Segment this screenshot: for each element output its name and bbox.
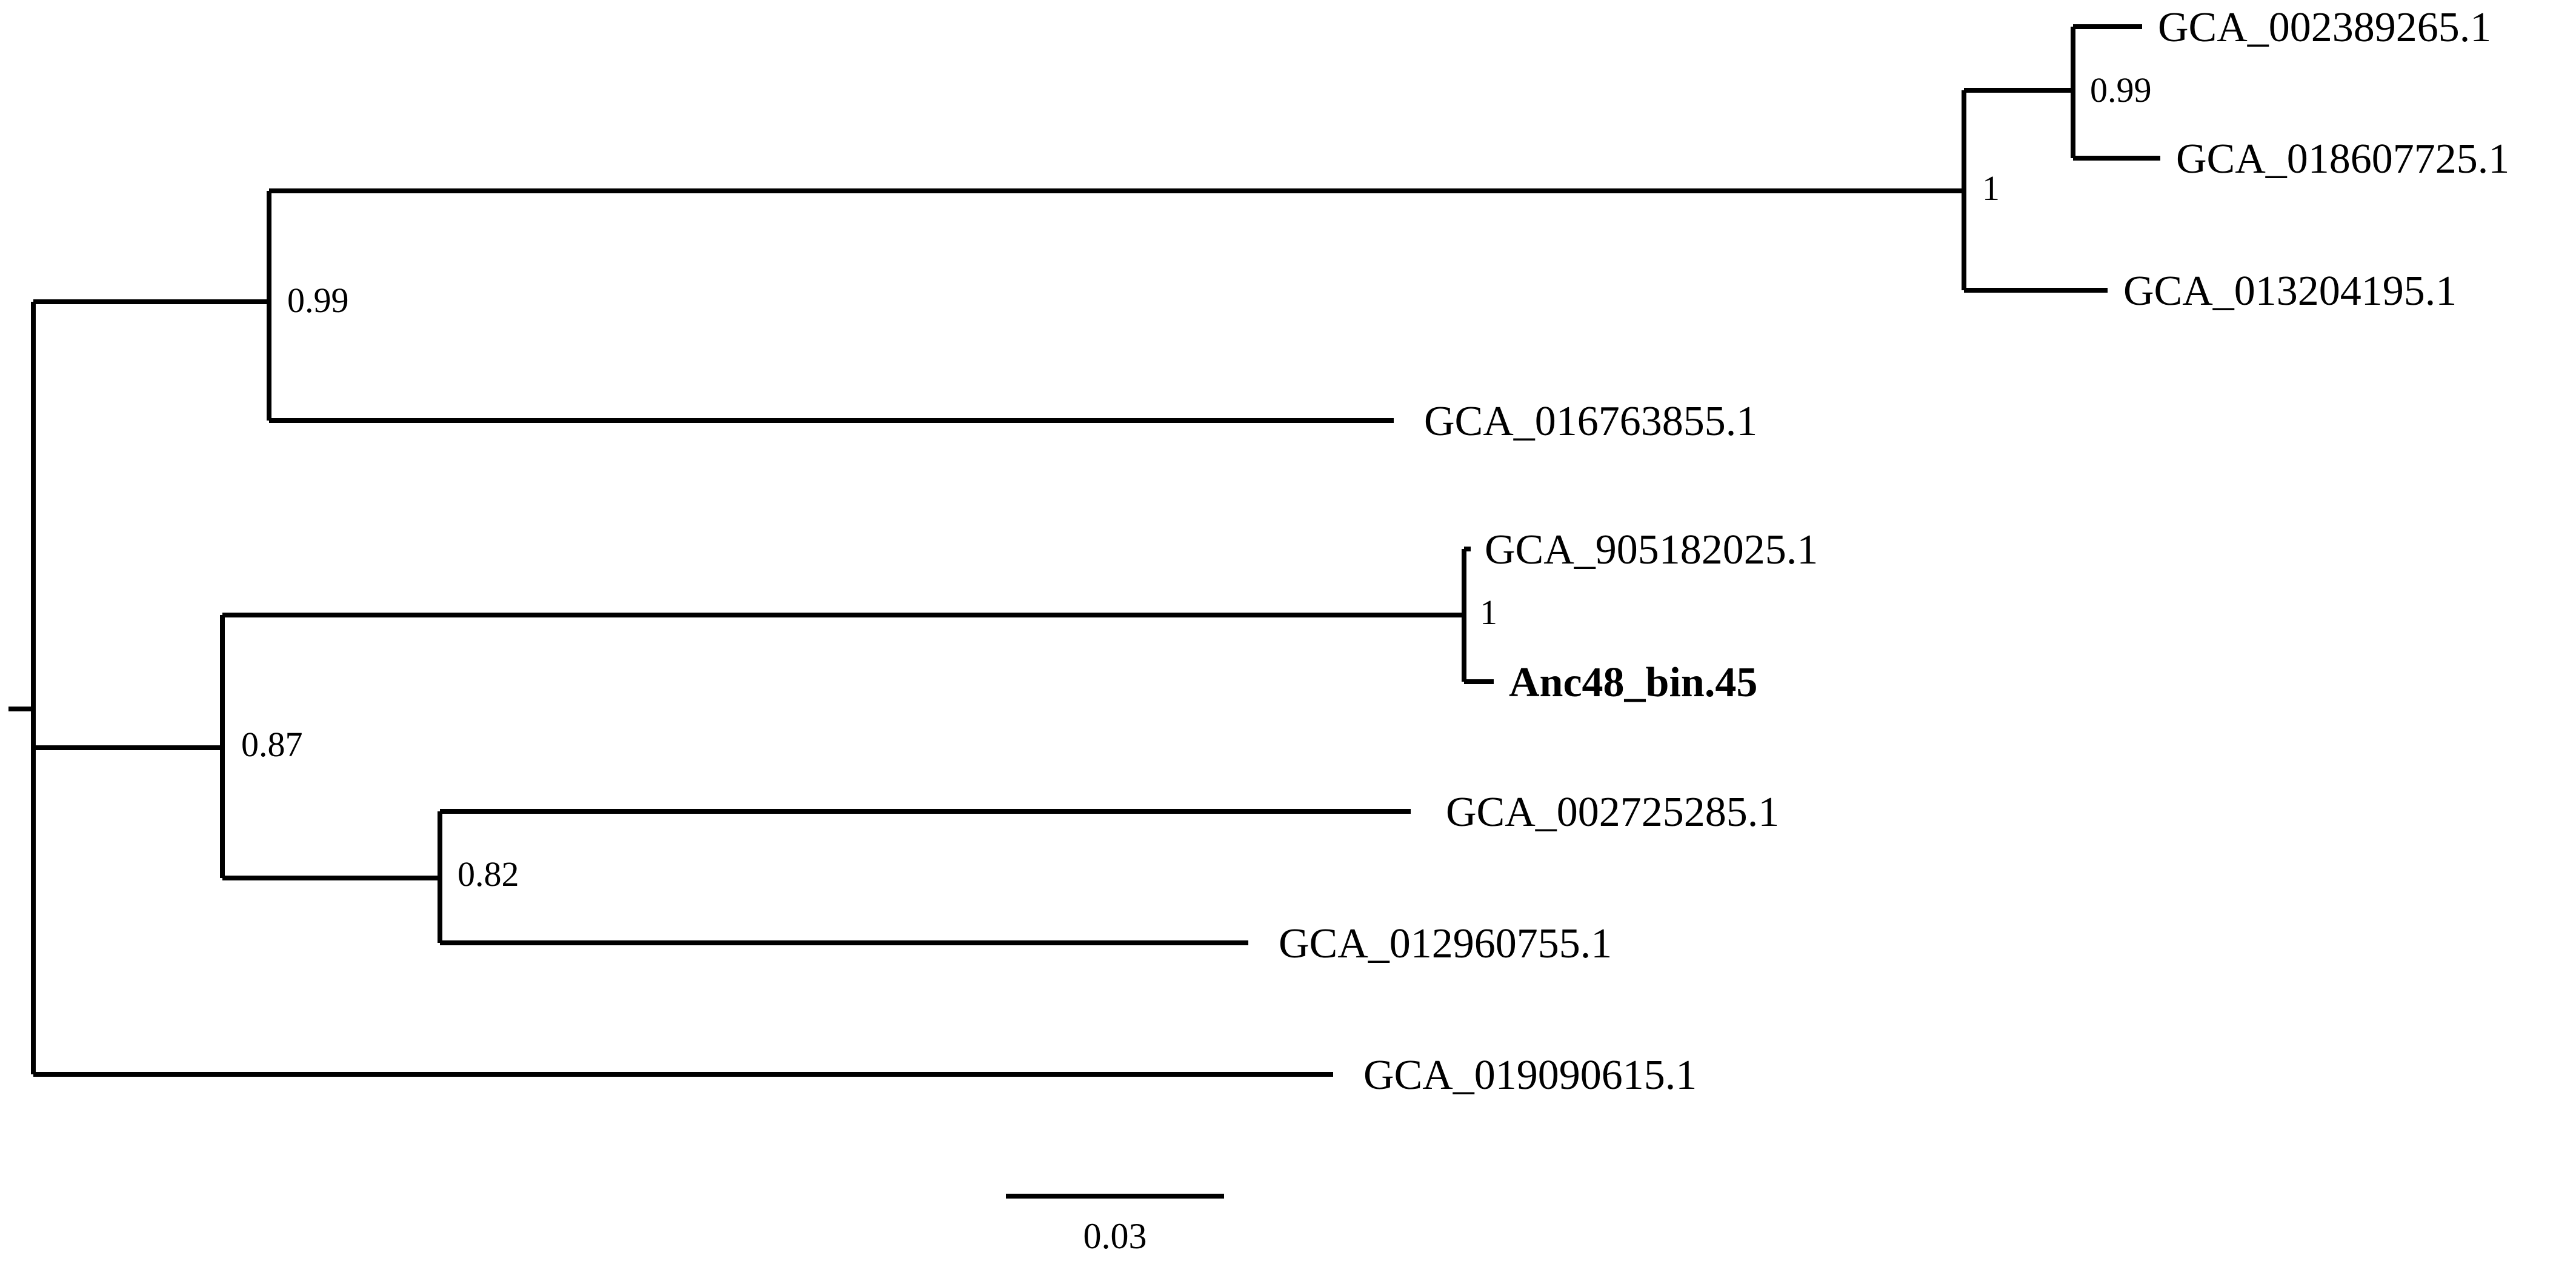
tip-label-t5: GCA_905182025.1	[1485, 527, 1818, 573]
support-value-clade-t1-t4: 0.99	[287, 281, 349, 320]
support-value-clade-t7-t8: 0.82	[458, 854, 519, 894]
scale-bar-label: 0.03	[1083, 1216, 1147, 1256]
tip-label-t7: GCA_002725285.1	[1446, 789, 1779, 836]
support-value-clade-t5-t8: 0.87	[241, 725, 303, 764]
tip-label-t6: Anc48_bin.45	[1509, 659, 1757, 706]
support-value-clade-t1-t3: 1	[1982, 168, 2000, 208]
tip-label-t9: GCA_019090615.1	[1363, 1052, 1697, 1099]
tip-label-t1: GCA_002389265.1	[2158, 4, 2491, 51]
tip-label-t3: GCA_013204195.1	[2123, 268, 2457, 314]
tip-label-t4: GCA_016763855.1	[1424, 398, 1757, 445]
tip-label-t8: GCA_012960755.1	[1279, 920, 1612, 967]
support-value-clade-t5-t6: 1	[1480, 593, 1497, 632]
tip-label-t2: GCA_018607725.1	[2176, 136, 2509, 182]
support-value-clade-t1-t2: 0.99	[2090, 70, 2152, 110]
